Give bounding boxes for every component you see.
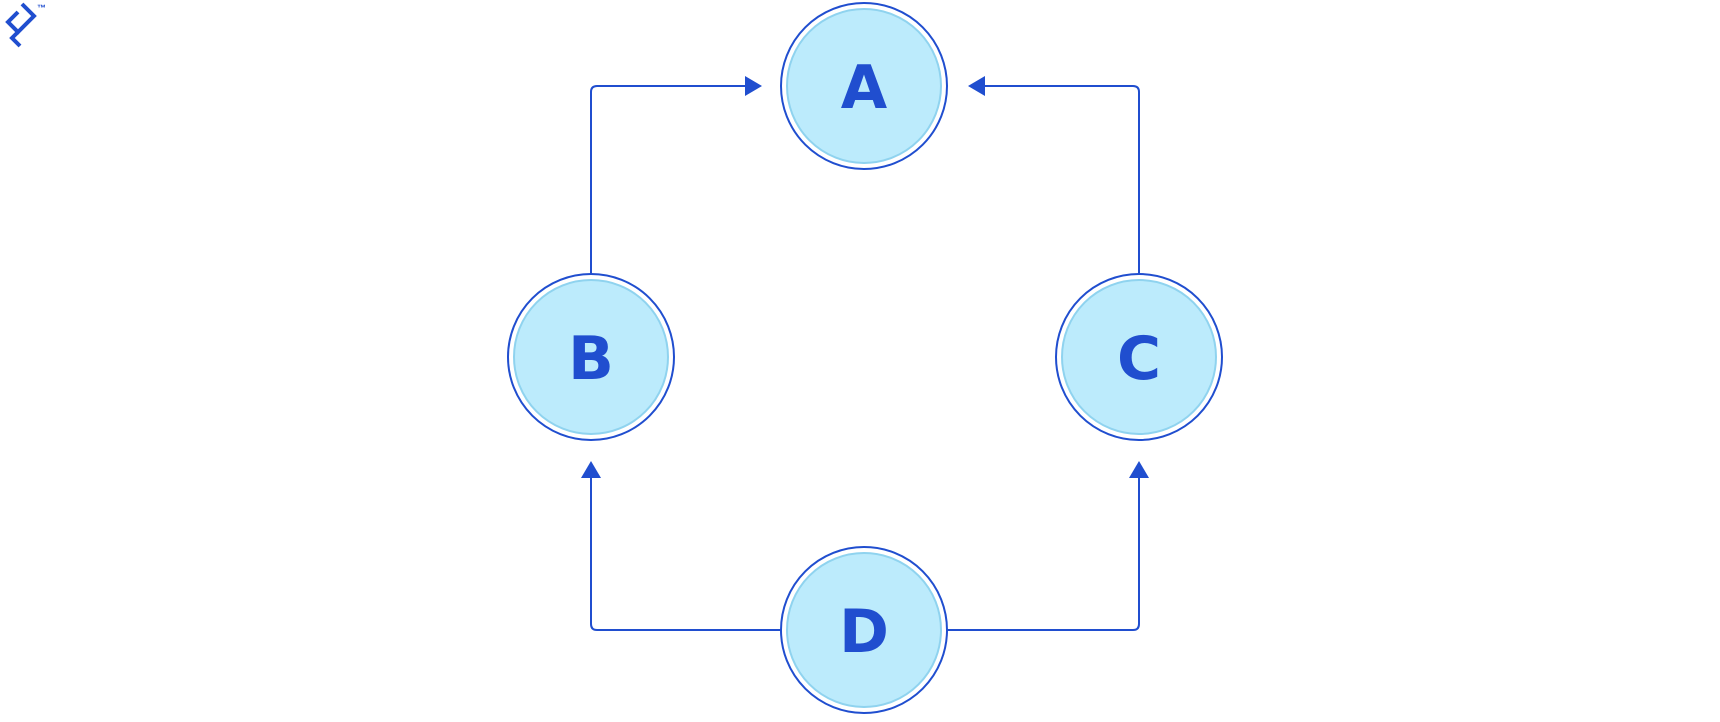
edge-b-to-a [590, 85, 745, 274]
arrowhead-into-a-right [968, 76, 985, 96]
arrowhead-into-b [581, 461, 601, 478]
node-d: D [780, 546, 948, 714]
edge-d-to-c [947, 477, 1140, 631]
edge-c-to-a [985, 85, 1140, 274]
toptal-logo-icon [5, 2, 37, 48]
node-b-label: B [568, 324, 614, 394]
arrowhead-into-a-left [745, 76, 762, 96]
node-a-label: A [841, 53, 888, 123]
edge-d-to-b [590, 477, 781, 631]
arrowhead-into-c [1129, 461, 1149, 478]
trademark-symbol: ™ [37, 3, 46, 13]
node-c-label: C [1117, 324, 1161, 394]
node-a: A [780, 2, 948, 170]
node-d-label: D [839, 597, 889, 667]
node-b: B [507, 273, 675, 441]
brand-logo: ™ [4, 2, 54, 50]
node-c: C [1055, 273, 1223, 441]
